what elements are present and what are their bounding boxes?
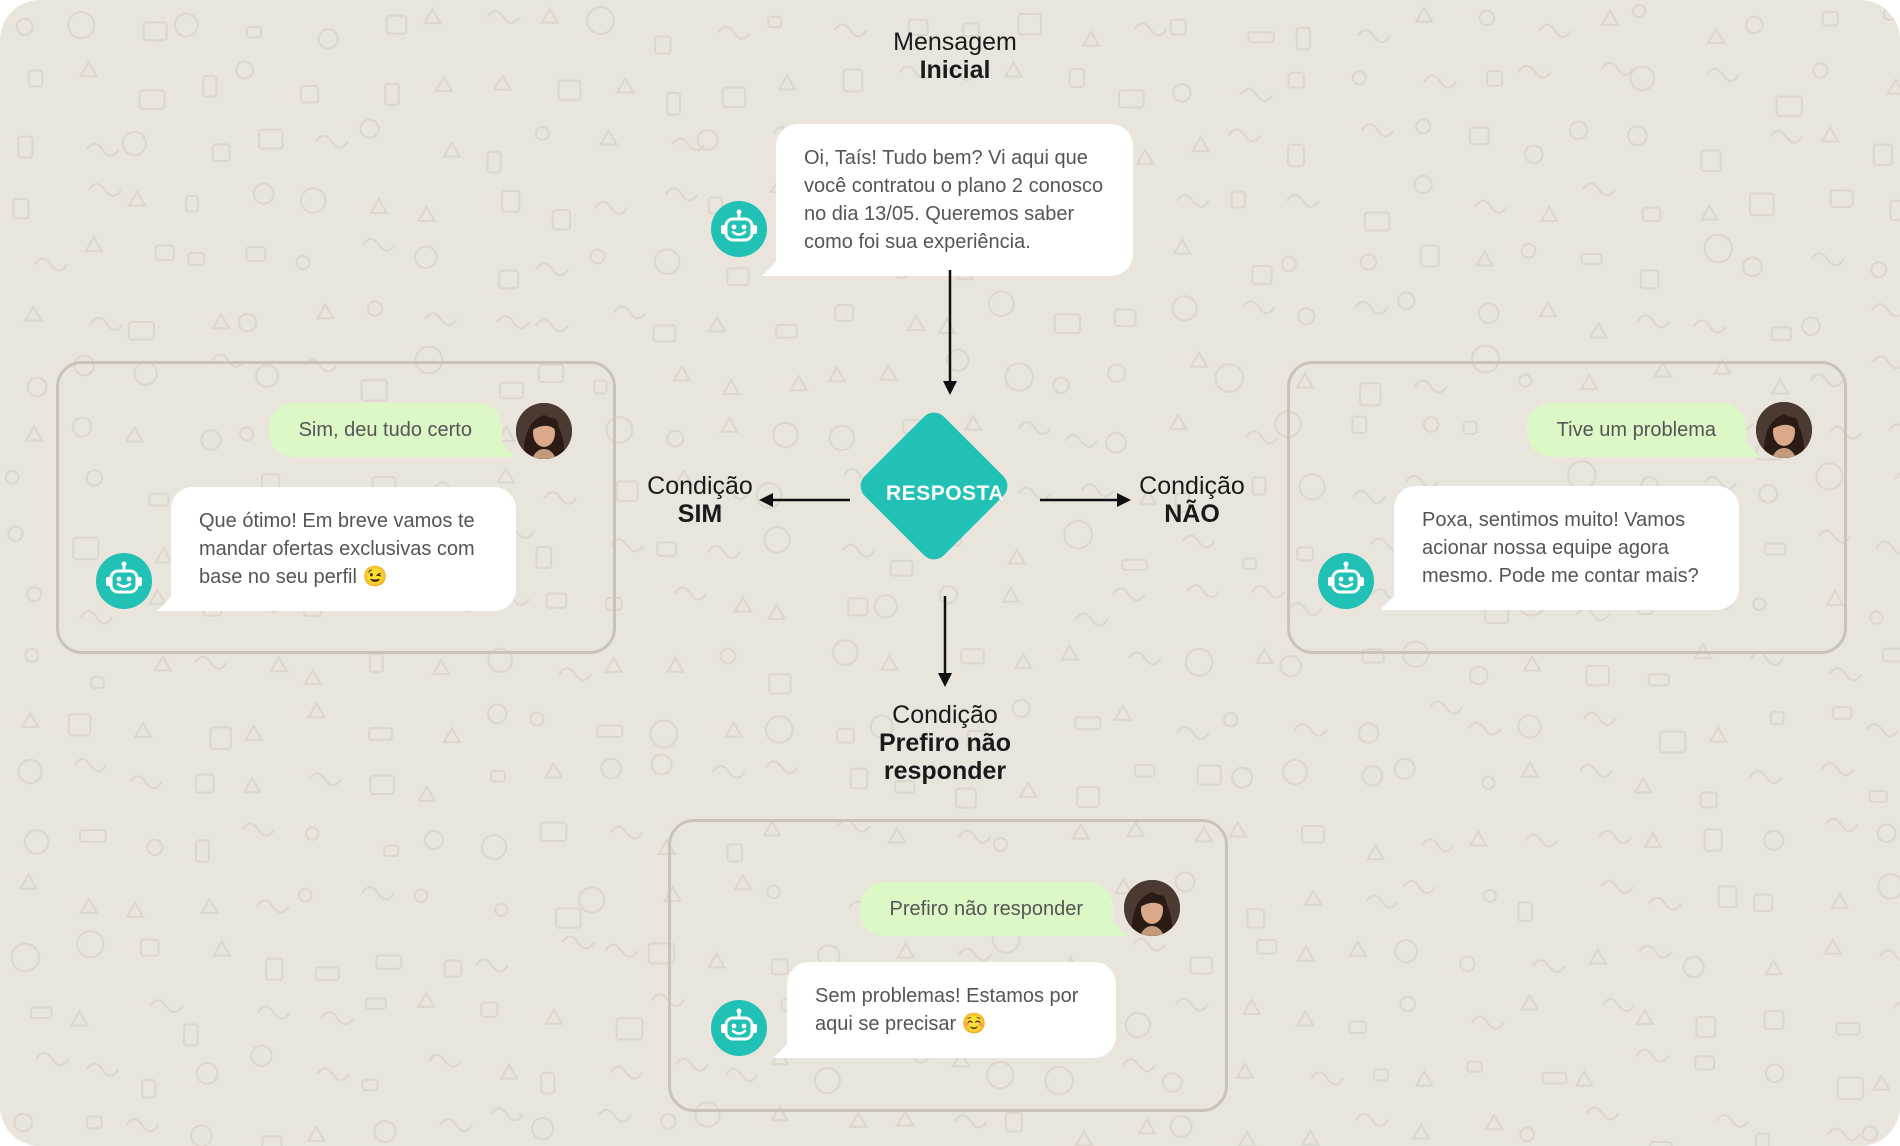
initial-bot-message: Oi, Taís! Tudo bem? Vi aqui que você con…	[762, 124, 1133, 276]
panel-condition-no	[1287, 361, 1847, 654]
robot-icon	[711, 201, 767, 257]
heading-yes-light: Condição	[647, 472, 753, 500]
user-reply-no: Tive um problema	[1526, 403, 1761, 457]
heading-condition-no: Condição NÃO	[1122, 472, 1262, 528]
user-reply-skip: Prefiro não responder	[859, 882, 1128, 936]
panel-condition-yes	[56, 361, 616, 654]
heading-condition-yes: Condição SIM	[630, 472, 770, 528]
heading-no-light: Condição	[1139, 472, 1245, 500]
heading-skip-light: Condição	[892, 701, 998, 729]
robot-icon	[711, 1000, 767, 1056]
robot-icon	[96, 553, 152, 609]
decision-label: RESPOSTA	[886, 482, 1004, 505]
user-avatar	[516, 403, 572, 459]
heading-condition-skip: Condição Prefiro não responder	[855, 701, 1035, 785]
panel-condition-skip	[668, 819, 1228, 1112]
heading-skip-bold: Prefiro não responder	[879, 729, 1011, 785]
bot-reply-no: Poxa, sentimos muito! Vamos acionar noss…	[1380, 486, 1739, 610]
robot-icon	[1318, 553, 1374, 609]
user-avatar	[1124, 880, 1180, 936]
heading-no-bold: NÃO	[1164, 500, 1220, 528]
heading-initial-light: Mensagem	[893, 28, 1017, 56]
bot-reply-yes: Que ótimo! Em breve vamos te mandar ofer…	[157, 487, 516, 611]
user-reply-yes: Sim, deu tudo certo	[268, 403, 517, 457]
heading-yes-bold: SIM	[677, 500, 723, 528]
user-avatar	[1756, 402, 1812, 458]
heading-initial-bold: Inicial	[919, 56, 991, 84]
heading-initial-message: Mensagem Inicial	[860, 28, 1050, 84]
bot-reply-skip: Sem problemas! Estamos por aqui se preci…	[773, 962, 1116, 1058]
